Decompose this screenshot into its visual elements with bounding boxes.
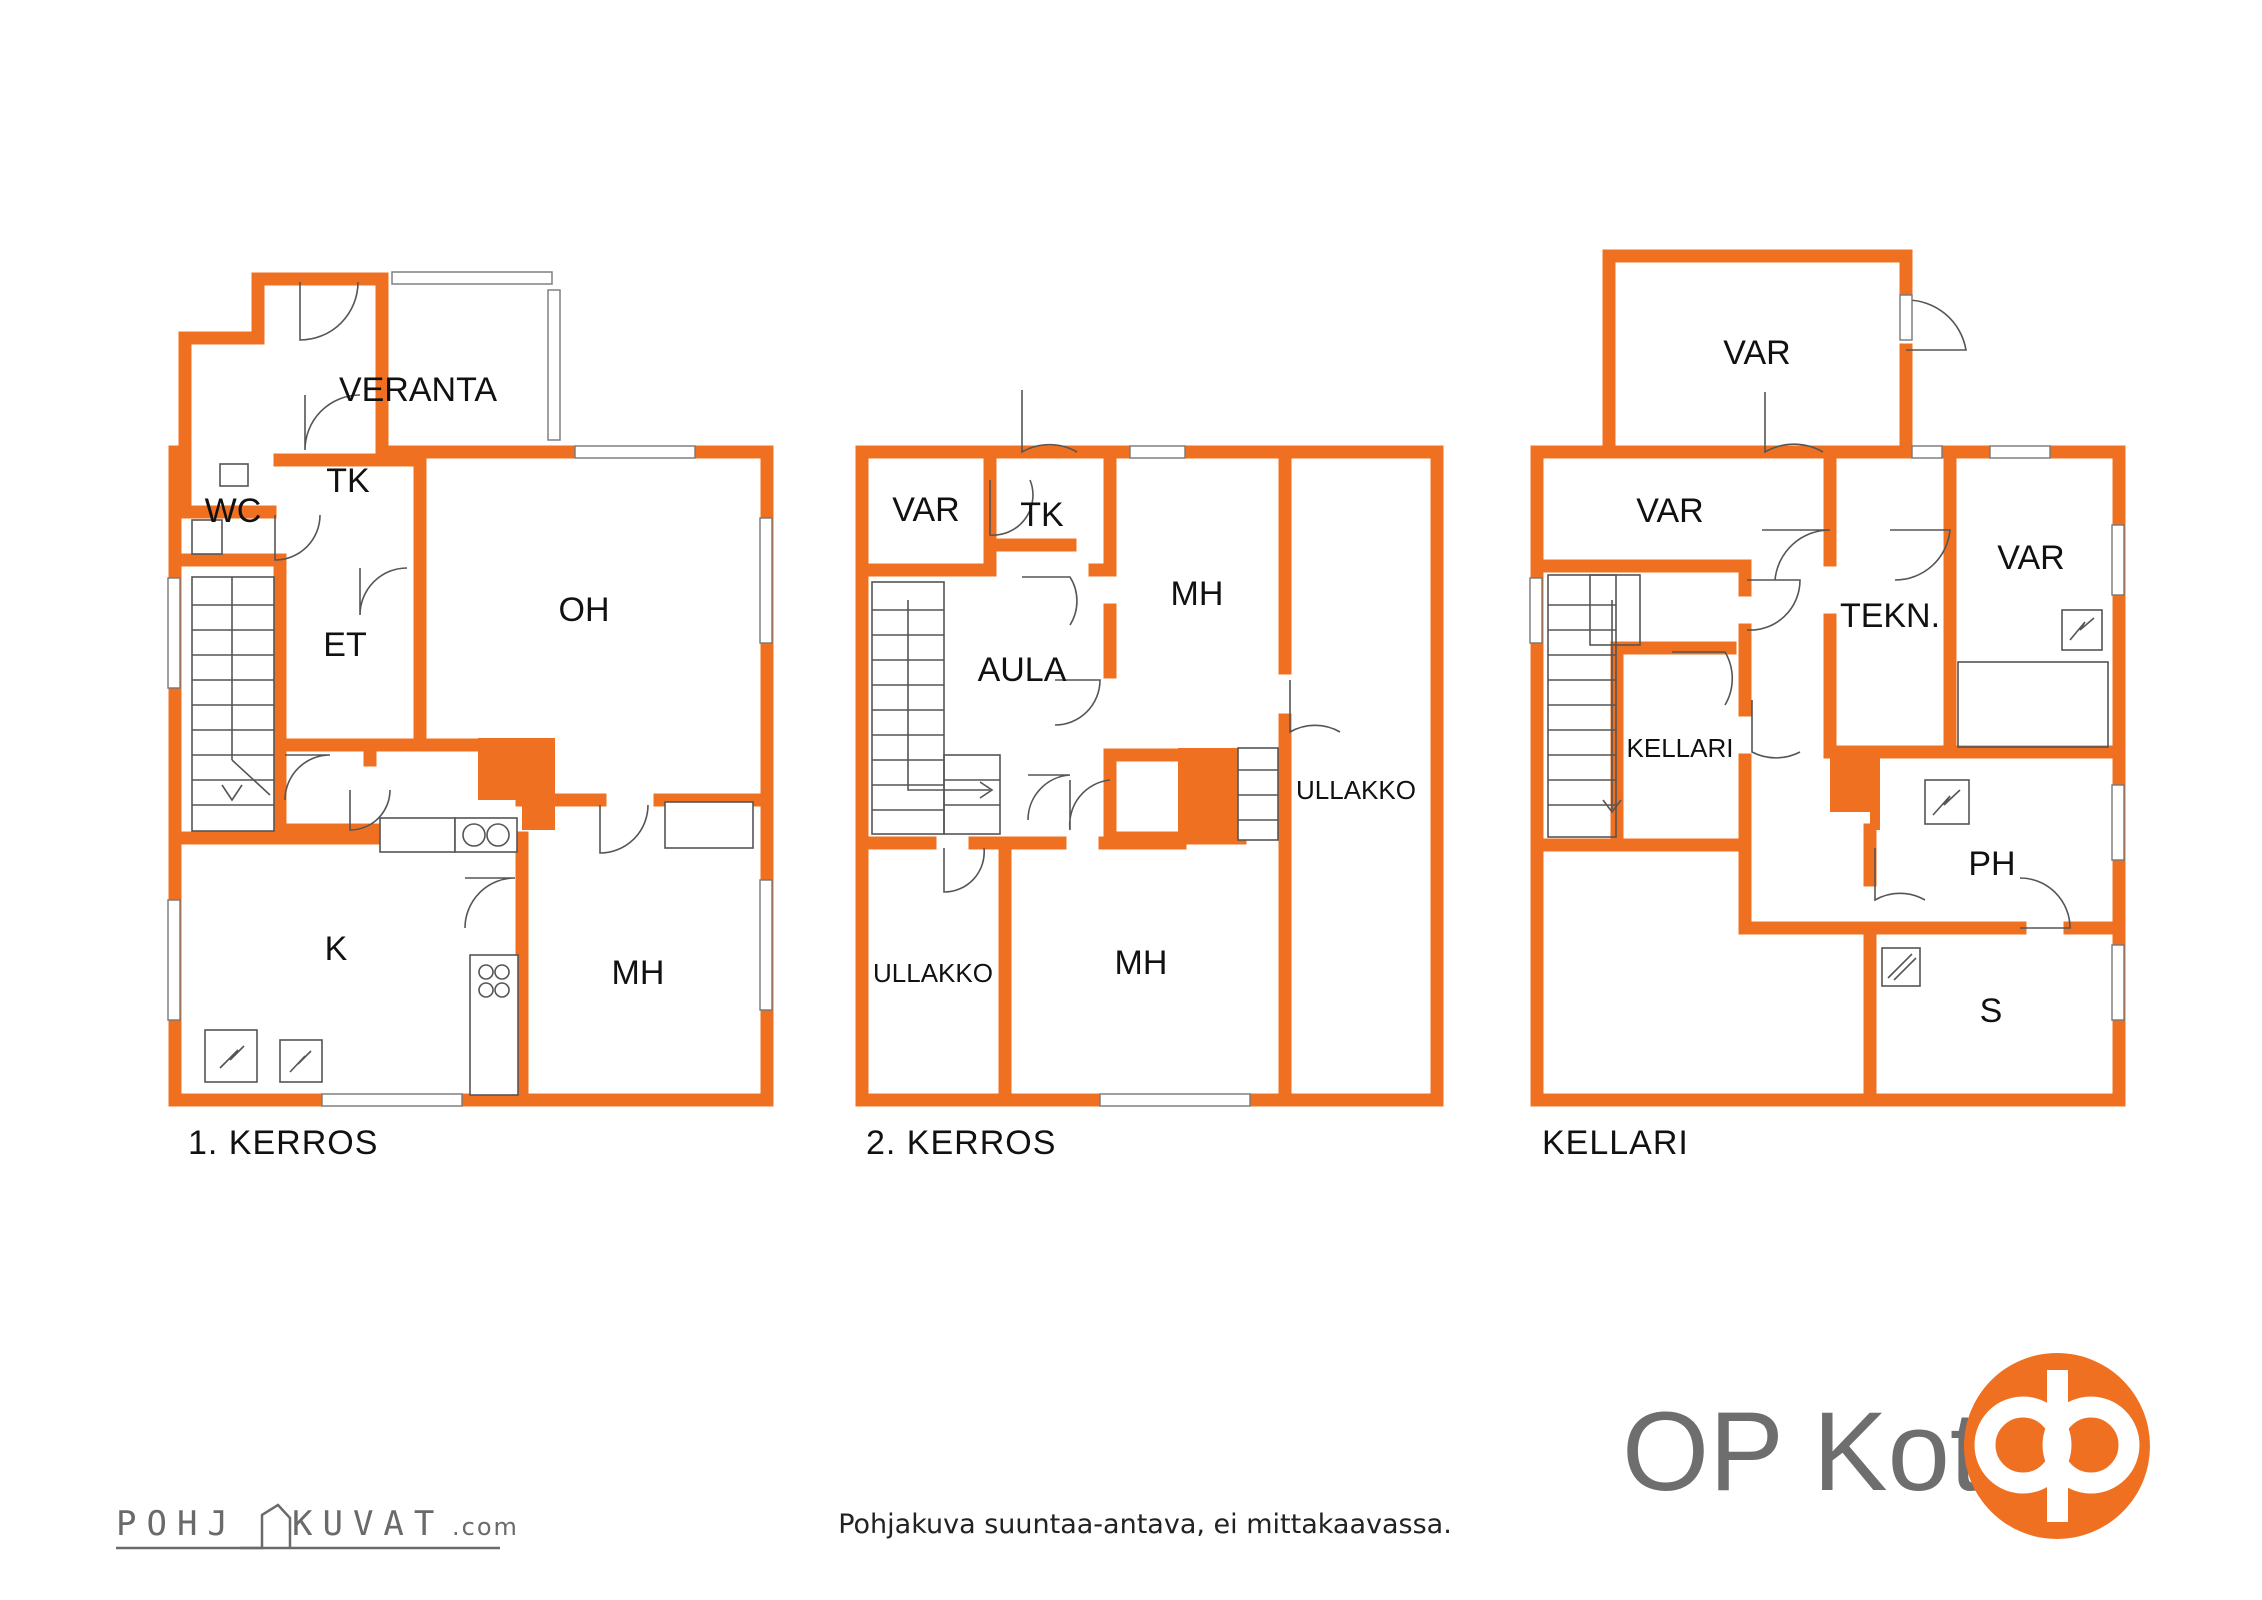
room-label: S [1980,992,2003,1030]
floor-2-doors [943,390,1341,893]
room-label: TK [326,462,370,500]
floor-2-label: 2. KERROS [866,1124,1056,1162]
room-label: WC [205,492,262,530]
room-label: VAR [1636,492,1703,530]
floor-1-doors [274,281,649,929]
credit-logo: POHJ KUVAT .com [116,1503,519,1550]
floor-1-room-labels: VERANTA TK WC ET OH K MH [205,371,665,992]
floor-plan-1: VERANTA TK WC ET OH K MH 1. KERROS [167,271,774,1162]
room-label: VAR [892,491,959,529]
room-label: K [325,930,348,968]
sauna-stove-icon [1881,947,1921,987]
floor-2-windows [1099,445,1251,1107]
chimney-1 [478,738,555,830]
floor-1-label: 1. KERROS [188,1124,378,1162]
room-label: ULLAKKO [1296,775,1416,805]
room-label: TEKN. [1840,597,1940,635]
op-koti-logo: OP Koti [1622,1353,2150,1539]
floor-1-windows [167,271,773,1107]
disclaimer-text: Pohjakuva suuntaa-antava, ei mittakaavas… [838,1509,1452,1540]
floor-2-stairs [871,581,1001,835]
basement-room-labels: VAR VAR TEKN. VAR KELLARI PH S [1627,334,2065,1030]
basement-doors [1672,299,2071,929]
basement-windows [1529,294,2125,1021]
brand-name: OP Koti [1622,1389,2006,1514]
floor-plan-2: VAR TK MH AULA ULLAKKO ULLAKKO MH 2. KER… [855,390,1444,1162]
chimney-2 [1178,748,1238,840]
room-label: ULLAKKO [873,958,993,988]
svg-text:POHJ: POHJ [116,1504,238,1544]
room-label: VERANTA [339,371,497,409]
room-label: MH [1171,575,1224,613]
room-label: AULA [978,651,1067,689]
room-label: KELLARI [1627,733,1734,763]
toilet-icon [219,463,249,487]
credit-logo-mark [240,1503,292,1550]
basement-walls [1530,249,2126,1107]
floor-plan-basement: VAR VAR TEKN. VAR KELLARI PH S KELLARI [1529,249,2126,1162]
room-label: ET [323,626,366,664]
appliance-icon [2061,609,2103,651]
svg-text:.com: .com [452,1513,519,1541]
room-label: MH [612,954,665,992]
basement-label: KELLARI [1542,1124,1689,1162]
cabinet-icon [1237,747,1279,841]
basement-stairs [1547,574,1641,838]
room-label: PH [1968,845,2015,883]
room-label: MH [1115,944,1168,982]
room-label: TK [1020,496,1064,534]
room-label: VAR [1997,539,2064,577]
room-label: VAR [1723,334,1790,372]
basement-fixtures [1881,609,2109,987]
floor-1-fixtures [191,463,754,1096]
floor-1-walls [168,272,774,1107]
floor-1-stairs [191,576,275,832]
sink-icon [191,519,223,555]
chimney-3 [1830,752,1880,830]
room-label: OH [559,591,610,629]
svg-text:KUVAT: KUVAT [292,1504,444,1544]
floor-2-room-labels: VAR TK MH AULA ULLAKKO ULLAKKO MH [873,491,1416,988]
